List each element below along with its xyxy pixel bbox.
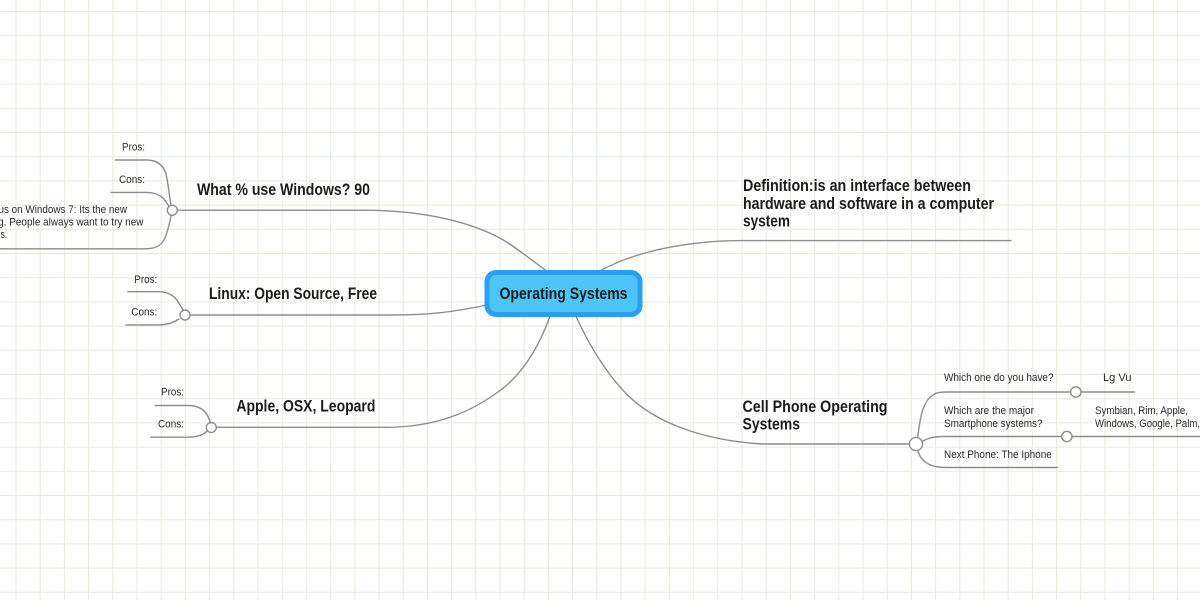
svg-text:Symbian, Rim, Apple,: Symbian, Rim, Apple, xyxy=(1095,405,1188,417)
svg-text:Apple, OSX, Leopard: Apple, OSX, Leopard xyxy=(236,398,375,416)
svg-text:system: system xyxy=(743,213,790,231)
svg-text:things.: things. xyxy=(0,229,7,241)
svg-text:Next Phone: The Iphone: Next Phone: The Iphone xyxy=(944,449,1052,461)
svg-text:Linux: Open Source, Free: Linux: Open Source, Free xyxy=(209,285,377,303)
svg-text:Cons:: Cons: xyxy=(119,174,145,186)
svg-text:Pros:: Pros: xyxy=(122,142,145,154)
svg-text:What % use Windows? 90: What % use Windows? 90 xyxy=(197,181,370,199)
svg-text:Lg Vu: Lg Vu xyxy=(1103,372,1132,384)
svg-text:hardware and software in a com: hardware and software in a computer xyxy=(743,195,994,213)
svg-text:thing. People always want to t: thing. People always want to try new xyxy=(0,217,144,229)
svg-text:Windows, Google, Palm,: Windows, Google, Palm, xyxy=(1095,418,1200,430)
svg-text:Smartphone systems?: Smartphone systems? xyxy=(944,418,1043,430)
svg-text:Which one do you have?: Which one do you have? xyxy=(944,372,1054,384)
svg-text:Operating Systems: Operating Systems xyxy=(500,285,628,303)
svg-text:Pros:: Pros: xyxy=(134,274,157,286)
svg-text:Pros:: Pros: xyxy=(161,387,184,399)
svg-text:Focus on Windows 7: Its the ne: Focus on Windows 7: Its the new xyxy=(0,204,127,216)
svg-text:Cell Phone Operating: Cell Phone Operating xyxy=(743,398,888,416)
svg-text:Definition:is an interface bet: Definition:is an interface between xyxy=(743,177,971,195)
svg-text:Cons:: Cons: xyxy=(158,419,184,431)
svg-text:Systems: Systems xyxy=(743,416,801,434)
svg-text:Which are the major: Which are the major xyxy=(944,405,1034,417)
svg-text:Cons:: Cons: xyxy=(131,307,157,319)
